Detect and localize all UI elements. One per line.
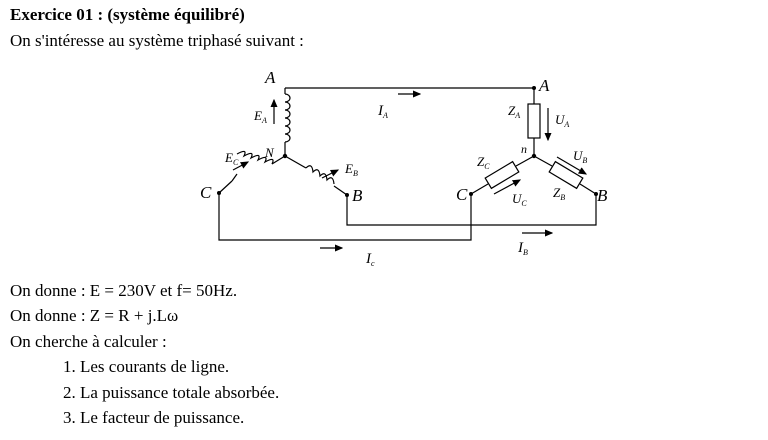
wire-load-b xyxy=(533,155,553,167)
given-impedance: On donne : Z = R + j.Lω xyxy=(10,306,179,325)
label-load-node-a: A xyxy=(538,76,550,95)
node-load-b xyxy=(594,192,598,196)
nodes xyxy=(217,86,598,197)
labels: A A C B C B N n IA Ic IB EA EC EB ZA ZC … xyxy=(200,68,608,268)
impedance-za xyxy=(527,103,541,139)
label-load-node-c: C xyxy=(456,185,468,204)
label-source-node-b: B xyxy=(352,186,363,205)
arrows xyxy=(232,90,588,252)
task-item: 2. La puissance totale absorbée. xyxy=(63,382,280,402)
node-source-neutral xyxy=(282,153,288,159)
label-load-neutral: n xyxy=(521,142,527,156)
intro-text: On s'intéresse au système triphasé suiva… xyxy=(10,31,304,50)
wire-line-a xyxy=(285,87,535,104)
task-item: 3. Le facteur de puissance. xyxy=(63,408,245,427)
label-voltage-c: UC xyxy=(512,191,527,208)
exercise-heading: Exercice 01 : (système équilibré) xyxy=(10,5,245,24)
label-source-node-c: C xyxy=(200,183,212,202)
label-voltage-a: UA xyxy=(555,112,569,129)
label-current-a: IA xyxy=(377,103,388,120)
label-emf-c: EC xyxy=(224,150,239,167)
node-load-a xyxy=(532,86,536,90)
task-item: 1. Les courants de ligne. xyxy=(63,357,230,376)
source-coils xyxy=(231,93,335,185)
label-emf-b: EB xyxy=(344,161,358,178)
node-load-neutral xyxy=(531,153,537,159)
wire-source-b-end xyxy=(333,185,348,196)
node-load-c xyxy=(469,192,473,196)
node-source-b xyxy=(345,193,349,197)
question-prompt: On cherche à calculer : xyxy=(10,332,167,351)
coil-source-b xyxy=(305,165,335,185)
label-impedance-a: ZA xyxy=(508,103,520,120)
load-impedances xyxy=(484,103,584,190)
label-current-c: Ic xyxy=(365,251,375,268)
wire-source-c xyxy=(271,155,286,165)
impedance-zb xyxy=(548,160,584,190)
wire-load-c xyxy=(515,155,535,167)
label-emf-a: EA xyxy=(253,108,267,125)
arrow-emf-c xyxy=(232,161,250,171)
coil-source-a xyxy=(284,93,291,143)
three-phase-circuit-diagram: A A C B C B N n IA Ic IB EA EC EB ZA ZC … xyxy=(200,68,608,268)
label-current-b: IB xyxy=(517,240,528,257)
label-voltage-b: UB xyxy=(573,148,587,165)
label-source-node-a: A xyxy=(264,68,276,87)
label-impedance-c: ZC xyxy=(477,154,490,171)
label-source-neutral: N xyxy=(264,145,275,160)
wire-line-c xyxy=(218,193,472,241)
coil-source-c-tail xyxy=(231,173,238,182)
node-source-c xyxy=(217,191,221,195)
given-emf-frequency: On donne : E = 230V et f= 50Hz. xyxy=(10,281,238,300)
task-list: 1. Les courants de ligne. 2. La puissanc… xyxy=(63,357,279,434)
wire-load-b-end xyxy=(579,183,597,195)
wire-source-b xyxy=(284,155,307,169)
impedance-zc xyxy=(484,160,520,190)
label-impedance-b: ZB xyxy=(553,185,565,202)
coil-source-c xyxy=(236,150,274,165)
arrow-voltage-b xyxy=(556,156,588,175)
label-load-node-b: B xyxy=(597,186,608,205)
wire-source-c-end xyxy=(218,180,233,194)
arrow-voltage-c xyxy=(493,179,522,195)
arrow-emf-b xyxy=(321,169,340,179)
wire-load-c-end xyxy=(470,183,489,195)
